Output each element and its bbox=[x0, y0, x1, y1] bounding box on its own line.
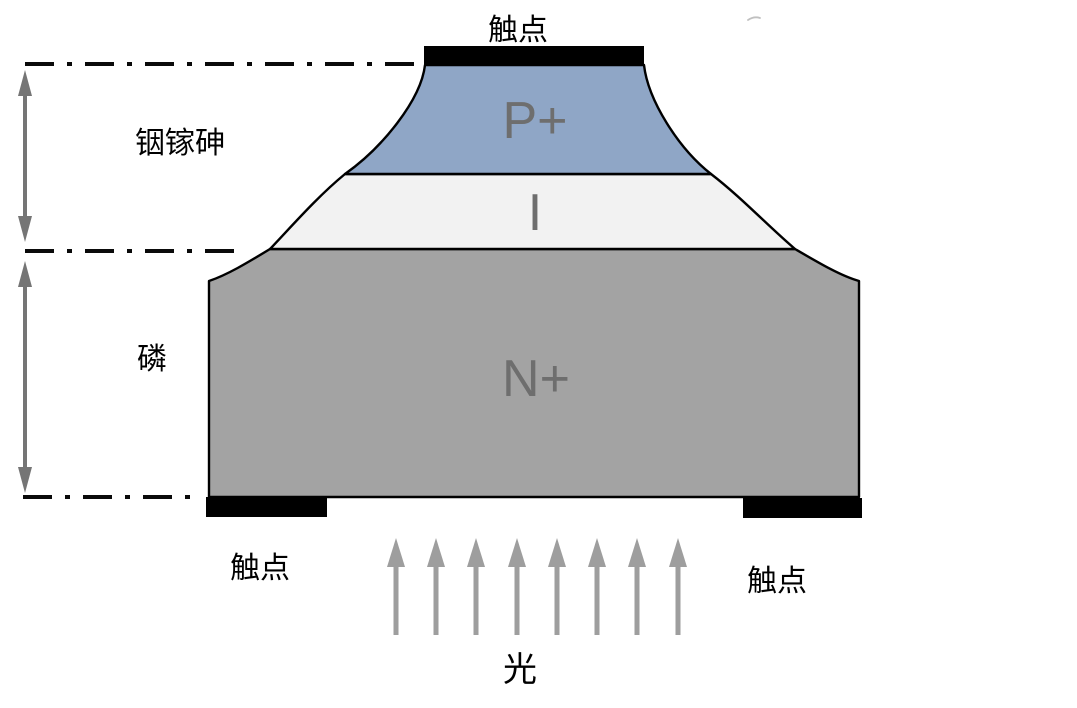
lower-layer-material-label: 磷 bbox=[137, 343, 167, 376]
arrow-up-icon bbox=[548, 538, 566, 567]
arrow-up-icon bbox=[588, 538, 606, 567]
bottom-left-contact-label: 触点 bbox=[230, 552, 290, 585]
light-arrow bbox=[427, 538, 445, 635]
stray-mark bbox=[747, 16, 761, 21]
arrow-up-icon bbox=[18, 70, 32, 96]
bottom-left-contact bbox=[206, 497, 327, 517]
light-label: 光 bbox=[503, 651, 537, 689]
light-arrows bbox=[387, 538, 687, 635]
light-arrow bbox=[387, 538, 405, 635]
light-arrow bbox=[508, 538, 526, 635]
dimension-arrow-upper-layer bbox=[18, 70, 32, 242]
arrow-up-icon bbox=[427, 538, 445, 567]
arrow-up-icon bbox=[508, 538, 526, 567]
arrow-up-icon bbox=[467, 538, 485, 567]
arrow-up-icon bbox=[387, 538, 405, 567]
arrow-down-icon bbox=[18, 216, 32, 242]
arrow-up-icon bbox=[628, 538, 646, 567]
n-plus-region bbox=[207, 247, 861, 499]
light-arrow bbox=[588, 538, 606, 635]
arrow-down-icon bbox=[18, 467, 32, 493]
n-plus-label: N+ bbox=[502, 350, 570, 408]
light-arrow bbox=[628, 538, 646, 635]
light-arrow bbox=[669, 538, 687, 635]
arrow-up-icon bbox=[18, 261, 32, 287]
bottom-right-contact-label: 触点 bbox=[747, 565, 807, 598]
top-contact bbox=[424, 46, 644, 65]
dimension-arrow-lower-layer bbox=[18, 261, 32, 493]
arrow-up-icon bbox=[669, 538, 687, 567]
light-arrow bbox=[548, 538, 566, 635]
upper-layer-material-label: 铟镓砷 bbox=[135, 127, 225, 160]
light-arrow bbox=[467, 538, 485, 635]
intrinsic-region bbox=[268, 172, 797, 251]
top-contact-label: 触点 bbox=[488, 14, 548, 47]
p-plus-region bbox=[343, 63, 713, 176]
p-plus-label: P+ bbox=[502, 92, 567, 150]
intrinsic-label: I bbox=[528, 184, 542, 242]
bottom-right-contact bbox=[743, 498, 862, 518]
